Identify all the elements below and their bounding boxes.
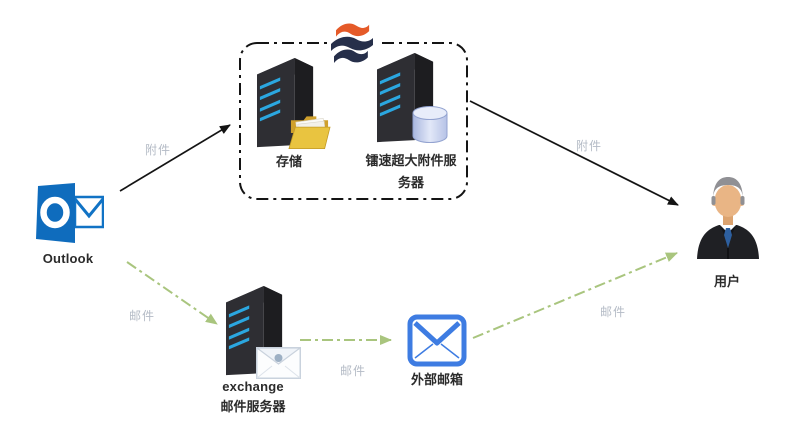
user-label: 用户: [713, 274, 741, 289]
storage-server-label: 存储: [275, 154, 303, 169]
exchange-server-label: exchange 邮件服务器: [220, 378, 285, 415]
database-icon: [412, 106, 448, 144]
raysync-server-label-line1: 镭速超大附件服: [365, 153, 457, 168]
external-mailbox-icon: [407, 314, 467, 367]
edge-outlook-to-exchange: [126, 261, 218, 325]
raysync-server-label-line2: 务器: [397, 175, 425, 190]
attachment-service-group-box: [239, 42, 468, 200]
edge-label-attachment-download: 附件: [575, 139, 603, 153]
edge-outlook-to-raysync: [119, 124, 231, 192]
mail-envelope-icon: [255, 347, 302, 379]
raysync-logo-icon: [328, 16, 378, 66]
outlook-label: Outlook: [42, 251, 94, 266]
outlook-icon: [34, 183, 105, 245]
raysync-server-icon: [377, 53, 437, 146]
edge-label-mail-to-external: 邮件: [339, 364, 367, 378]
edge-label-attachment-upload: 附件: [144, 143, 172, 157]
edge-label-mail-to-user: 邮件: [599, 305, 627, 319]
edge-raysync-to-user: [469, 100, 679, 206]
exchange-server-label-line1: exchange: [222, 379, 284, 394]
user-icon: [695, 173, 761, 259]
edge-label-mail-to-exchange: 邮件: [128, 309, 156, 323]
external-mailbox-label: 外部邮箱: [410, 372, 464, 387]
folder-icon: [288, 111, 331, 152]
raysync-server-label: 镭速超大附件服 务器: [365, 151, 456, 192]
edge-external-to-user: [472, 252, 678, 339]
exchange-server-label-line2: 邮件服务器: [220, 399, 286, 414]
